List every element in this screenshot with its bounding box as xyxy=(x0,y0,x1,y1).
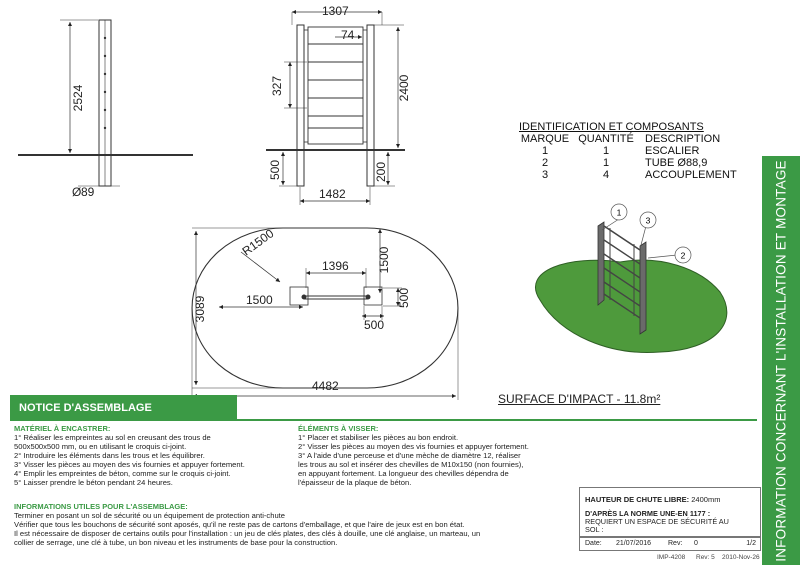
rung-width-dim: 74 xyxy=(341,28,355,42)
impact-surface-label: SURFACE D'IMPACT - 11.8m² xyxy=(498,392,661,406)
callout-3: 3 xyxy=(646,216,651,226)
components-header: MARQUE QUANTITÉ DESCRIPTION xyxy=(520,133,721,145)
elements-title: ÉLÉMENTS À VISSER: xyxy=(298,424,379,433)
callout-1: 1 xyxy=(617,208,622,218)
components-table: IDENTIFICATION ET COMPOSANTS MARQUE QUAN… xyxy=(517,121,737,181)
footer-date: 2010-Nov-26 xyxy=(722,554,760,561)
sidebar-banner: INFORMATION CONCERNANT L'INSTALLATION ET… xyxy=(762,156,800,565)
rung-spacing-dim: 327 xyxy=(270,76,284,96)
sidebar-title: INFORMATION CONCERNANT L'INSTALLATION ET… xyxy=(773,159,789,562)
footer-rev: Rev: 5 xyxy=(696,554,715,561)
side-height-dim: 2524 xyxy=(71,84,85,111)
plan-offset-top-dim: 1500 xyxy=(377,246,391,273)
page-number: 1/2 xyxy=(746,540,756,547)
side-view xyxy=(18,19,193,187)
footing-depth-dim: 500 xyxy=(397,288,411,308)
notice-title: NOTICE D'ASSEMBLAGE xyxy=(10,395,237,421)
rev-value: 0 xyxy=(694,540,698,547)
table-row: 1 1 ESCALIER xyxy=(541,145,700,157)
materiel-section: MATÉRIEL À ENCASTRER: 1° Réaliser les em… xyxy=(14,424,289,487)
plan-offset-left-dim: 1500 xyxy=(246,293,273,307)
diameter-symbol: Ø xyxy=(72,185,81,199)
diameter-dim: 89 xyxy=(81,185,95,199)
front-width-top-dim: 1307 xyxy=(322,4,349,18)
post-spacing-dim: 1396 xyxy=(322,259,349,273)
infos-section: INFORMATIONS UTILES POUR L'ASSEMBLAGE: T… xyxy=(14,502,576,547)
elements-section: ÉLÉMENTS À VISSER: 1° Placer et stabilis… xyxy=(298,424,578,487)
plan-view xyxy=(191,227,459,400)
depth-right-dim: 200 xyxy=(374,162,388,182)
base-width-dim: 1482 xyxy=(319,187,346,201)
isometric-view: 1 2 3 xyxy=(535,203,728,353)
notice-divider xyxy=(237,419,757,421)
technical-drawings: 2524 Ø 89 1307 74 327 xyxy=(18,4,728,400)
rev-label: Rev: xyxy=(668,540,683,547)
chute-value: 2400mm xyxy=(691,495,721,504)
date-label: Date: xyxy=(585,540,602,547)
depth-left-dim: 500 xyxy=(268,160,282,180)
plan-length-dim: 4482 xyxy=(312,379,339,393)
plan-width-dim: 3089 xyxy=(193,295,207,322)
date-value: 21/07/2016 xyxy=(616,540,652,547)
norme-label: D'APRÈS LA NORME UNE-EN 1177 : xyxy=(585,509,711,518)
safety-info-box: HAUTEUR DE CHUTE LIBRE: 2400mm D'APRÈS L… xyxy=(579,487,761,538)
chute-label: HAUTEUR DE CHUTE LIBRE: xyxy=(585,495,690,504)
front-view xyxy=(266,9,405,205)
footer-code: IMP-4208 xyxy=(657,554,686,561)
revision-box: Date: 21/07/2016 Rev: 0 1/2 xyxy=(579,536,761,551)
materiel-title: MATÉRIEL À ENCASTRER: xyxy=(14,424,111,433)
table-row: 3 4 ACCOUPLEMENT xyxy=(541,169,737,181)
callout-2: 2 xyxy=(681,251,686,261)
infos-title: INFORMATIONS UTILES POUR L'ASSEMBLAGE: xyxy=(14,502,188,511)
footing-width-dim: 500 xyxy=(364,318,384,332)
table-row: 2 1 TUBE Ø88,9 xyxy=(541,157,708,169)
front-height-dim: 2400 xyxy=(397,74,411,101)
components-title: IDENTIFICATION ET COMPOSANTS xyxy=(519,121,704,133)
